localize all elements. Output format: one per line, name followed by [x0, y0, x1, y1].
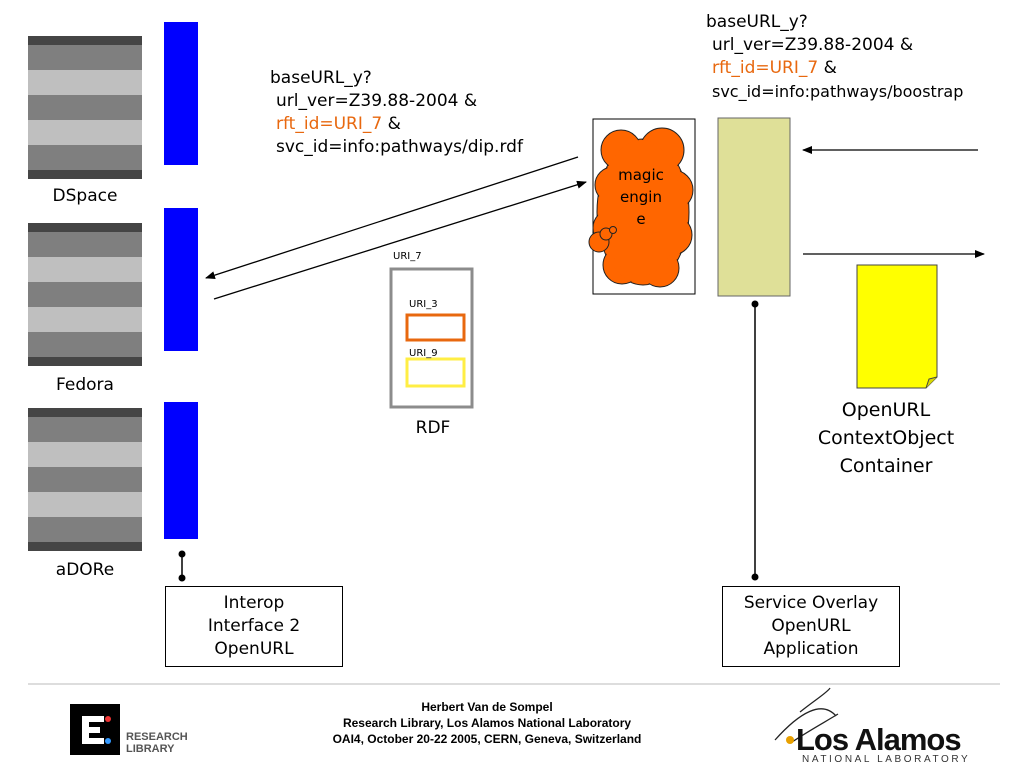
repository-label-dspace: DSpace	[52, 186, 118, 206]
contextobject-container-label: OpenURL ContextObject Container	[796, 396, 976, 480]
request-left-line-3-suffix: &	[382, 114, 401, 134]
service-connector	[751, 300, 759, 581]
magic-engine-line-3: e	[636, 210, 646, 228]
adore-stack-icon	[28, 408, 142, 551]
los-alamos-swoosh-icon	[774, 687, 839, 743]
fedora-stack-icon	[28, 223, 142, 366]
request-text-left: baseURL_y? url_ver=Z39.88-2004 & rft_id=…	[270, 67, 523, 159]
request-right-line-2: url_ver=Z39.88-2004 &	[712, 35, 914, 55]
service-panel	[717, 117, 791, 297]
request-right-line-3-suffix: &	[818, 58, 837, 78]
interop-line-3: OpenURL	[214, 639, 294, 659]
container-line-2: ContextObject	[817, 427, 955, 449]
response-arrow	[205, 156, 579, 280]
interop-interface-box: Interop Interface 2 OpenURL	[165, 586, 343, 667]
footer-credits: Herbert Van de Sompel Research Library, …	[262, 699, 712, 747]
interop-line-1: Interop	[223, 593, 285, 613]
rdf-inner-uri-9-label: URI_9	[409, 348, 438, 359]
magic-engine-label: magic engin e	[603, 164, 679, 230]
rdf-uri3-box	[405, 313, 466, 342]
fedora-interface-bar	[164, 208, 198, 351]
service-line-1: Service Overlay	[743, 593, 879, 613]
request-left-line-1: baseURL_y?	[270, 68, 372, 88]
service-line-2: OpenURL	[771, 616, 851, 636]
research-library-line-2: LIBRARY	[126, 743, 175, 755]
los-alamos-dot-icon	[786, 736, 794, 744]
request-right-line-1: baseURL_y?	[706, 12, 808, 32]
dspace-stack-icon	[28, 36, 142, 179]
dspace-interface-bar	[164, 22, 198, 165]
request-right-line-4: svc_id=info:pathways/boostrap	[712, 82, 964, 101]
service-line-3: Application	[763, 639, 859, 659]
rdf-uri9-box	[405, 357, 466, 388]
request-left-line-3: rft_id=URI_7	[276, 114, 383, 134]
rdf-outer-uri-label: URI_7	[393, 251, 422, 262]
magic-engine-line-1: magic	[618, 166, 664, 184]
footer-event: OAI4, October 20-22 2005, CERN, Geneva, …	[332, 732, 642, 746]
repository-label-adore: aDORe	[55, 560, 115, 580]
contextobject-document-icon	[856, 264, 938, 389]
request-right-line-3: rft_id=URI_7	[712, 58, 819, 78]
adore-connector	[178, 550, 186, 582]
los-alamos-logo-subtext: NATIONAL LABORATORY	[802, 754, 971, 765]
footer-author: Herbert Van de Sompel	[421, 700, 553, 714]
adore-interface-bar	[164, 402, 198, 539]
footer-affiliation: Research Library, Los Alamos National La…	[342, 716, 632, 730]
repository-label-fedora: Fedora	[56, 375, 114, 395]
service-overlay-box: Service Overlay OpenURL Application	[722, 586, 900, 667]
magic-engine-cloud-fill	[598, 140, 688, 284]
rdf-label: RDF	[415, 418, 451, 438]
magic-engine-line-2: engin	[620, 188, 662, 206]
container-line-3: Container	[839, 455, 933, 477]
container-line-1: OpenURL	[841, 399, 931, 421]
thought-bubbles-icon	[588, 226, 617, 253]
rdf-inner-uri-3-label: URI_3	[409, 299, 438, 310]
los-alamos-logo-text: Los Alamos	[796, 722, 962, 757]
request-left-line-4: svc_id=info:pathways/dip.rdf	[276, 137, 523, 157]
request-text-right: baseURL_y? url_ver=Z39.88-2004 & rft_id=…	[706, 11, 963, 103]
research-library-logo-text: RESEARCH LIBRARY	[126, 731, 188, 755]
request-left-line-2: url_ver=Z39.88-2004 &	[276, 91, 478, 111]
request-arrow	[213, 180, 587, 300]
research-library-logo-icon	[70, 704, 120, 755]
interop-line-2: Interface 2	[207, 616, 301, 636]
research-library-line-1: RESEARCH	[126, 731, 188, 743]
